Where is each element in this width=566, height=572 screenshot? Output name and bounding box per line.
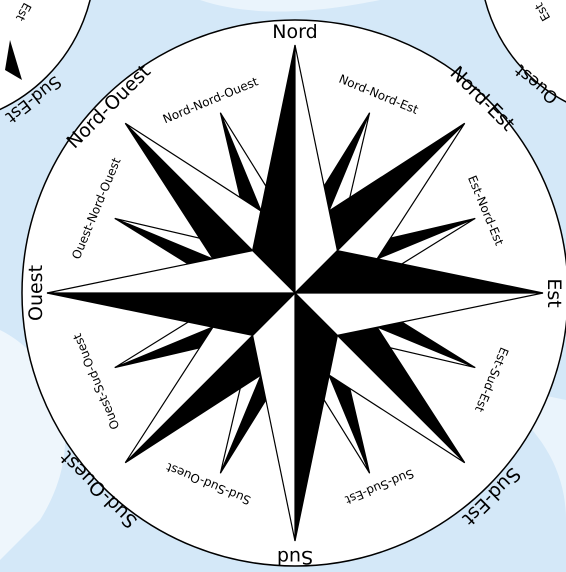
label-est: Est: [543, 278, 565, 307]
neighbor-compass-top-left: Sud-Est Est: [0, 0, 95, 127]
label-sud: Sud: [277, 546, 313, 568]
label-ouest: Ouest: [25, 265, 47, 321]
label-nord: Nord: [272, 21, 317, 43]
